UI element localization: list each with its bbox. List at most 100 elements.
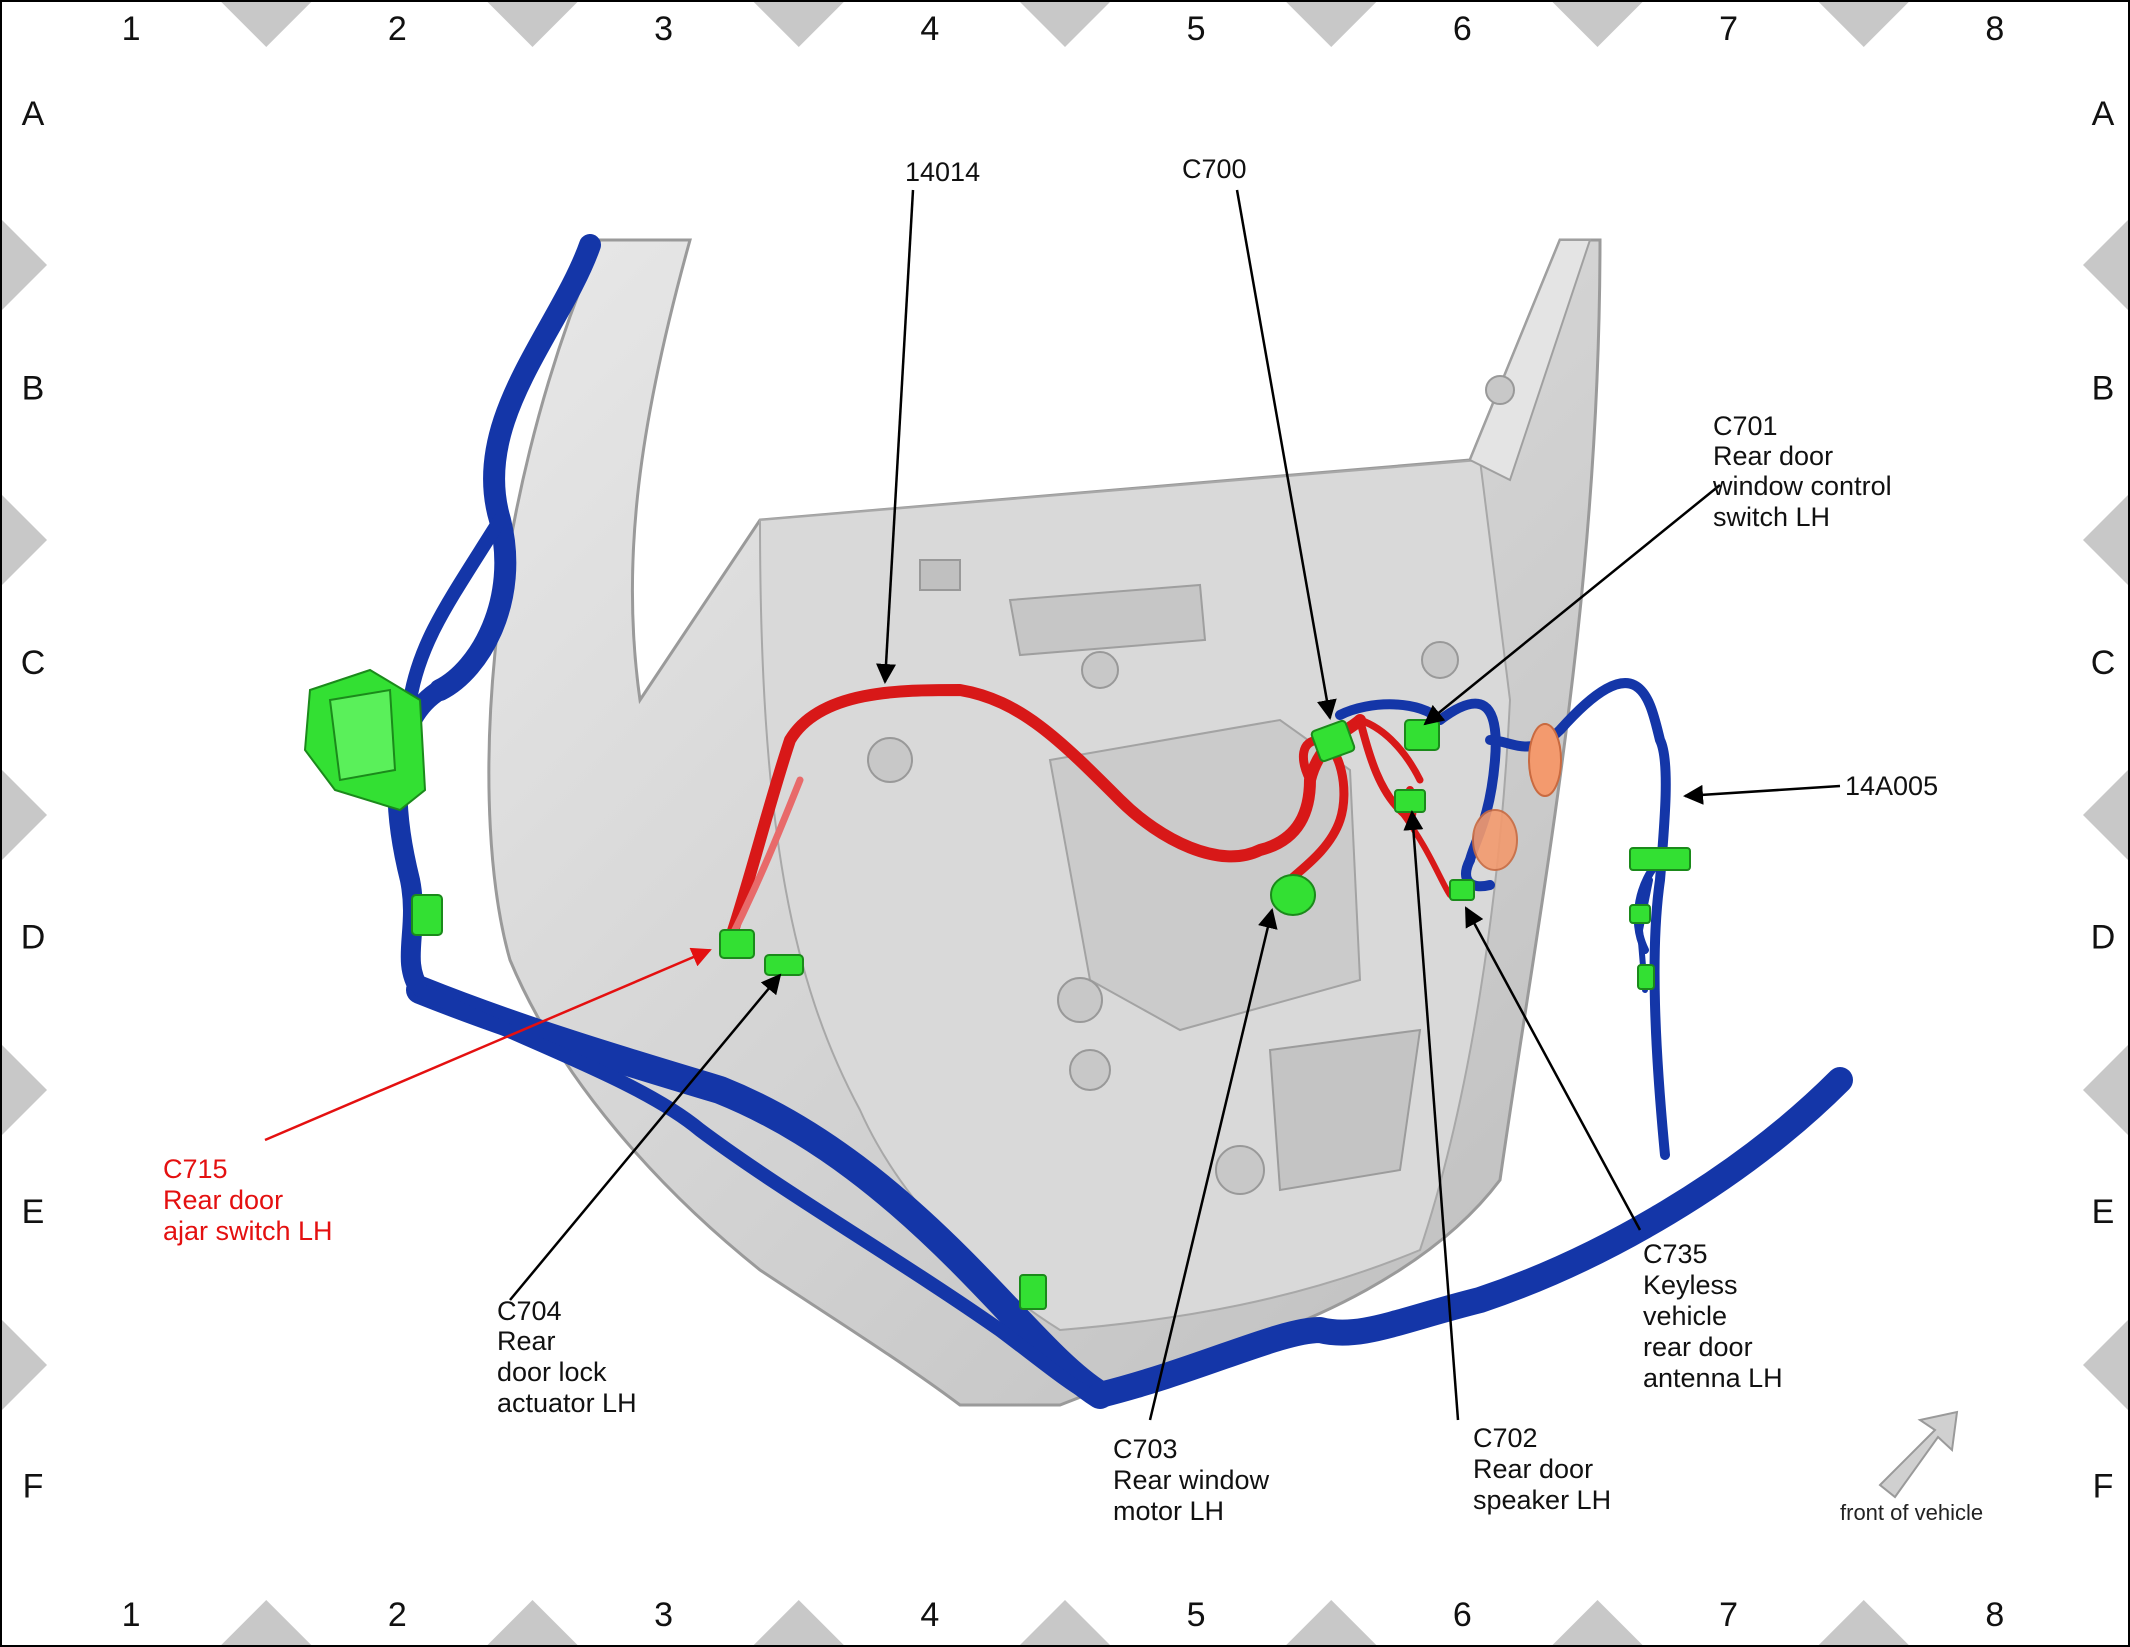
label-14014: 14014 <box>905 157 980 187</box>
left-border-diamond <box>2 220 47 310</box>
top-column-label-4: 4 <box>920 10 939 48</box>
label-c700: C700 <box>1182 154 1247 184</box>
main-connector-c700-body <box>303 668 427 812</box>
top-column-label-1: 1 <box>122 10 141 48</box>
right-border-diamond <box>2083 1320 2128 1410</box>
label-c701-line3: window control <box>1712 471 1892 501</box>
bottom-column-label-1: 1 <box>122 1596 141 1634</box>
label-c704-id: C704 <box>497 1296 562 1326</box>
label-c704-line3: door lock <box>497 1357 607 1387</box>
label-c735-line4: rear door <box>1643 1332 1753 1362</box>
rear-door-panel <box>487 238 1602 1407</box>
top-border-diamond <box>1552 2 1643 47</box>
label-c715-id: C715 <box>163 1154 228 1184</box>
label-c715-line2: Rear door <box>163 1185 283 1215</box>
c704-connector <box>764 954 804 976</box>
front-of-vehicle-indicator: front of vehicle <box>1840 1410 1983 1525</box>
label-c703-line3: motor LH <box>1113 1496 1224 1526</box>
left-row-label-F: F <box>23 1468 44 1506</box>
label-c715-line3: ajar switch LH <box>163 1216 333 1246</box>
left-row-label-E: E <box>22 1193 45 1231</box>
right-row-label-E: E <box>2092 1193 2115 1231</box>
grommets <box>1472 723 1562 871</box>
top-column-label-2: 2 <box>388 10 407 48</box>
c702-connector <box>1394 789 1426 813</box>
left-border-diamond <box>2 1045 47 1135</box>
top-border-diamond <box>1020 2 1110 47</box>
connectors <box>303 668 1691 1310</box>
leader-14a005 <box>1683 784 1841 805</box>
top-border-diamond <box>1286 2 1377 47</box>
leader-14014 <box>876 189 915 684</box>
c715-connector <box>719 929 755 959</box>
right-border-diamond <box>2083 220 2128 310</box>
c700-connector <box>1310 719 1356 763</box>
front-arrow-icon <box>1878 1410 1959 1499</box>
bottom-column-label-5: 5 <box>1187 1596 1206 1634</box>
left-row-label-C: C <box>21 644 46 682</box>
top-border-diamond <box>487 2 578 47</box>
label-c703-line2: Rear window <box>1113 1465 1270 1495</box>
label-c702-line2: Rear door <box>1473 1454 1593 1484</box>
left-row-label-D: D <box>21 919 46 957</box>
top-column-label-5: 5 <box>1187 10 1206 48</box>
leader-c703 <box>1148 908 1278 1421</box>
bottom-column-label-6: 6 <box>1453 1596 1472 1634</box>
label-c701-line2: Rear door <box>1713 441 1833 471</box>
right-border-diamond <box>2083 770 2128 860</box>
bottom-border-diamond <box>221 1600 312 1645</box>
left-border-diamond <box>2 495 47 585</box>
right-row-label-B: B <box>2092 370 2115 408</box>
label-c701-id: C701 <box>1713 411 1778 441</box>
right-border-diamond <box>2083 495 2128 585</box>
leader-c704 <box>509 973 782 1301</box>
c735-connector <box>1449 879 1475 901</box>
label-c735-line3: vehicle <box>1643 1301 1727 1331</box>
front-of-vehicle-label: front of vehicle <box>1840 1500 1983 1525</box>
label-14a005: 14A005 <box>1845 771 1938 801</box>
right-border-diamond <box>2083 1045 2128 1135</box>
label-c735-id: C735 <box>1643 1239 1708 1269</box>
top-column-label-7: 7 <box>1719 10 1738 48</box>
right-row-label-D: D <box>2091 919 2116 957</box>
leader-c701 <box>1423 484 1721 726</box>
bottom-column-label-7: 7 <box>1719 1596 1738 1634</box>
right-row-label-A: A <box>2092 95 2115 133</box>
c703-connector <box>1270 874 1316 916</box>
leader-c735 <box>1464 906 1642 1231</box>
bottom-column-label-2: 2 <box>388 1596 407 1634</box>
right-row-label-F: F <box>2093 1468 2114 1506</box>
bottom-border-diamond <box>1818 1600 1909 1645</box>
label-c735-line5: antenna LH <box>1643 1363 1783 1393</box>
bottom-column-label-4: 4 <box>920 1596 939 1634</box>
top-column-label-3: 3 <box>654 10 673 48</box>
bottom-border-diamond <box>1552 1600 1643 1645</box>
label-c715-group: C715 Rear door ajar switch LH <box>163 1154 333 1246</box>
left-border-diamond <box>2 1320 47 1410</box>
label-c702-id: C702 <box>1473 1423 1538 1453</box>
top-column-label-8: 8 <box>1985 10 2004 48</box>
callout-labels: 14014 C700 C701 Rear door window control… <box>163 154 1938 1526</box>
bottom-border-diamond <box>753 1600 844 1645</box>
left-row-label-B: B <box>22 370 45 408</box>
top-column-label-6: 6 <box>1453 10 1472 48</box>
leader-c700 <box>1235 189 1337 720</box>
label-c704-line2: Rear <box>497 1326 556 1356</box>
label-c702-line3: speaker LH <box>1473 1485 1611 1515</box>
bottom-border-diamond <box>1020 1600 1110 1645</box>
leader-c702 <box>1403 810 1460 1421</box>
left-row-label-A: A <box>22 95 45 133</box>
bottom-column-label-8: 8 <box>1985 1596 2004 1634</box>
c701-connector <box>1404 719 1440 751</box>
top-border-diamond <box>1818 2 1909 47</box>
left-border-diamond <box>2 770 47 860</box>
label-c704-line4: actuator LH <box>497 1388 637 1418</box>
bottom-column-label-3: 3 <box>654 1596 673 1634</box>
bottom-border-diamond <box>1286 1600 1377 1645</box>
label-c701-line4: switch LH <box>1713 502 1830 532</box>
leader-c715 <box>264 947 712 1142</box>
bottom-border-diamond <box>487 1600 578 1645</box>
